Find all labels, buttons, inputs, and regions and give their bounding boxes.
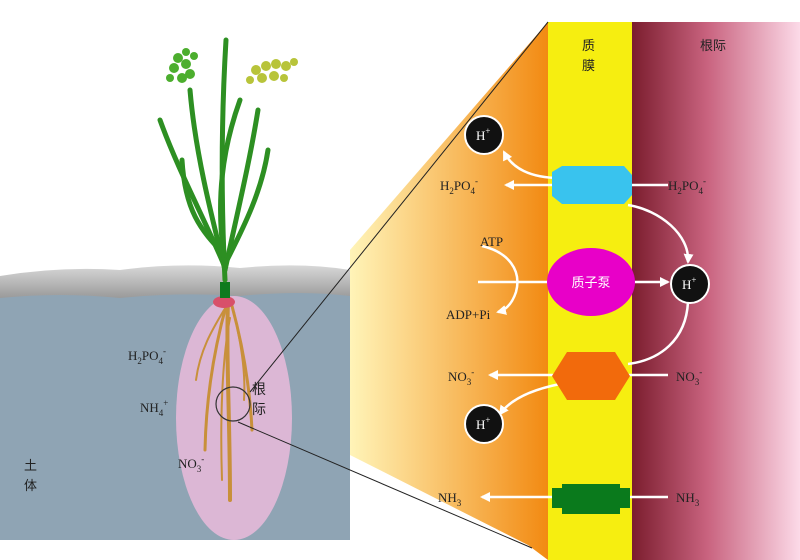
- rice-panicle-right: [246, 58, 298, 84]
- rhizosphere-region: [632, 22, 800, 560]
- svg-text:H+: H+: [476, 126, 490, 143]
- h-ion-rhizosphere: H+: [670, 264, 710, 304]
- rhizosphere-label-2: 际: [252, 402, 266, 418]
- rhizosphere-region-label: 根际: [700, 39, 726, 54]
- no3-outside-label: NO3-: [676, 367, 702, 387]
- nh3-inside-label: NH3: [438, 490, 462, 508]
- zoom-guide-top: [249, 21, 549, 393]
- rice-panicle-left: [166, 48, 198, 83]
- svg-text:H+: H+: [476, 415, 490, 432]
- soil-label-1: 土: [24, 459, 37, 474]
- membrane-label-1: 质: [582, 39, 595, 54]
- h2po4-outside-label: H2PO4-: [668, 176, 706, 196]
- nh3-outside-label: NH3: [676, 490, 700, 508]
- soil-no3-label: NO3-: [178, 454, 204, 474]
- arrow-atp-to-adp: [481, 244, 519, 315]
- proton-pump-label: 质子泵: [571, 276, 610, 291]
- h2po4-inside-label: H2PO4-: [440, 176, 478, 196]
- h-ion-bottom: H+: [464, 404, 504, 444]
- soil-h2po4-label: H2PO4-: [128, 346, 166, 366]
- phosphate-transporter: [552, 166, 632, 204]
- proton-pump: [547, 248, 635, 316]
- membrane-label-2: 膜: [582, 59, 595, 74]
- cytoplasm-region: [350, 22, 548, 560]
- soil-nh4-label: NH4+: [140, 398, 168, 418]
- svg-text:H+: H+: [682, 275, 696, 292]
- soil-body: [0, 282, 350, 540]
- zoom-guide-bottom: [237, 421, 533, 549]
- atp-label: ATP: [480, 234, 503, 249]
- zoom-focus-circle: [215, 386, 251, 422]
- h-ion-top: H+: [464, 115, 504, 155]
- arrow-h-curve-top: [627, 203, 694, 264]
- zoom-panel: 质 膜 根际 质子泵 H+ H+: [237, 21, 800, 560]
- root-crown: [213, 296, 235, 308]
- arrow-h-curve-bottom: [627, 301, 690, 366]
- soil-label-2: 体: [24, 479, 37, 494]
- rhizosphere-label-1: 根: [252, 382, 266, 398]
- nitrate-transporter: [552, 352, 630, 400]
- rhizosphere-oval: [176, 296, 292, 540]
- rice-plant: [157, 37, 271, 283]
- no3-inside-label: NO3-: [448, 367, 474, 387]
- arrow-h-out-bottom: [498, 382, 561, 416]
- ammonia-channel: [552, 484, 630, 514]
- stem-base: [220, 282, 230, 298]
- adp-label: ADP+Pi: [446, 307, 491, 322]
- soil-surface: [0, 265, 350, 298]
- soil-panel: 根 际 土 体 H2PO4- NH4+ NO3-: [0, 37, 350, 540]
- root-system: [195, 298, 254, 502]
